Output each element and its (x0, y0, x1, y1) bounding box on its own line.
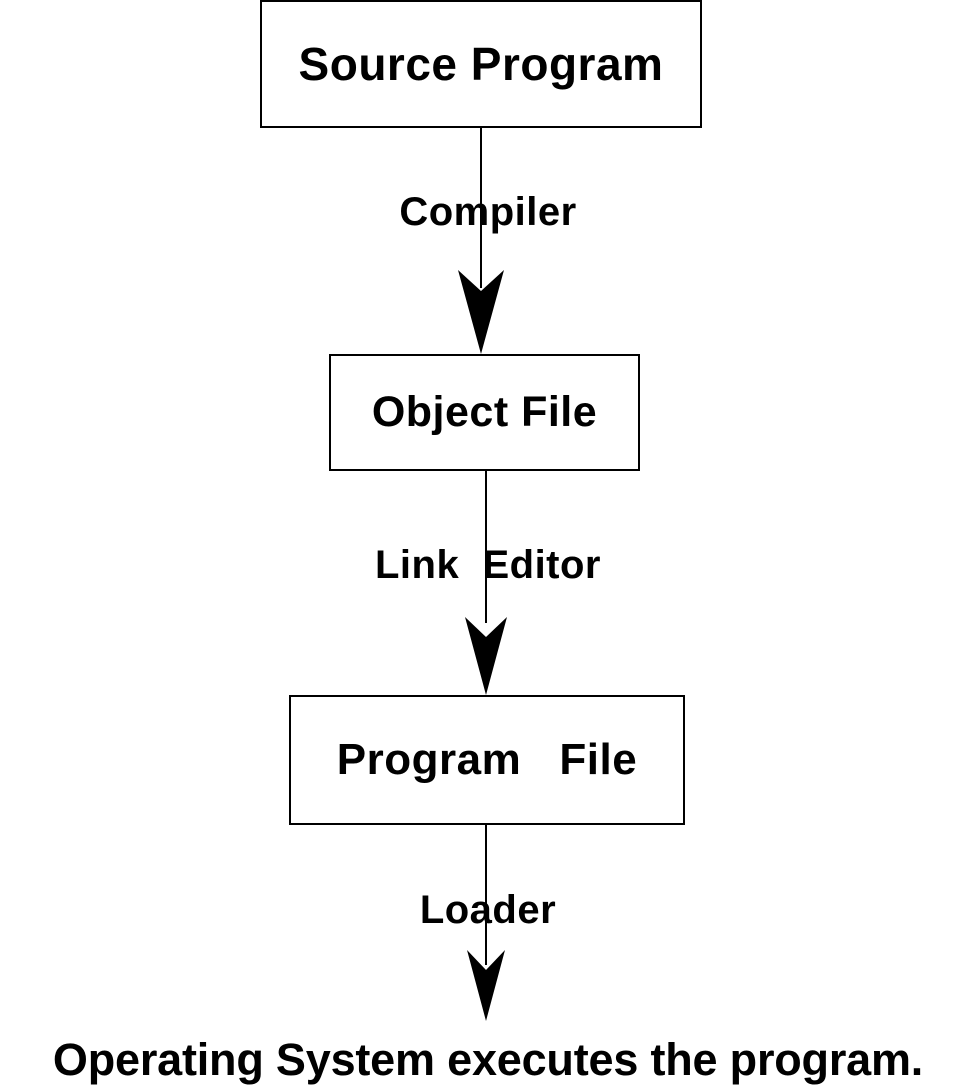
diagram-caption: Operating System executes the program. (52, 1034, 924, 1085)
edge-label-loader: Loader (419, 888, 557, 932)
node-object-file[interactable]: Object File (329, 354, 640, 471)
node-source-program[interactable]: Source Program (260, 0, 702, 128)
connector-loader-arrowhead-icon (467, 950, 505, 1021)
node-program-file[interactable]: Program File (289, 695, 685, 825)
node-source-program-label: Source Program (298, 38, 664, 90)
node-object-file-label: Object File (371, 388, 598, 436)
edge-label-compiler: Compiler (399, 190, 577, 234)
connector-compiler (458, 128, 504, 354)
node-program-file-label: Program File (336, 735, 638, 784)
edge-label-link-editor: Link Editor (375, 543, 601, 587)
connector-link-editor-arrowhead-icon (465, 617, 507, 695)
connector-compiler-arrowhead-icon (458, 270, 504, 354)
